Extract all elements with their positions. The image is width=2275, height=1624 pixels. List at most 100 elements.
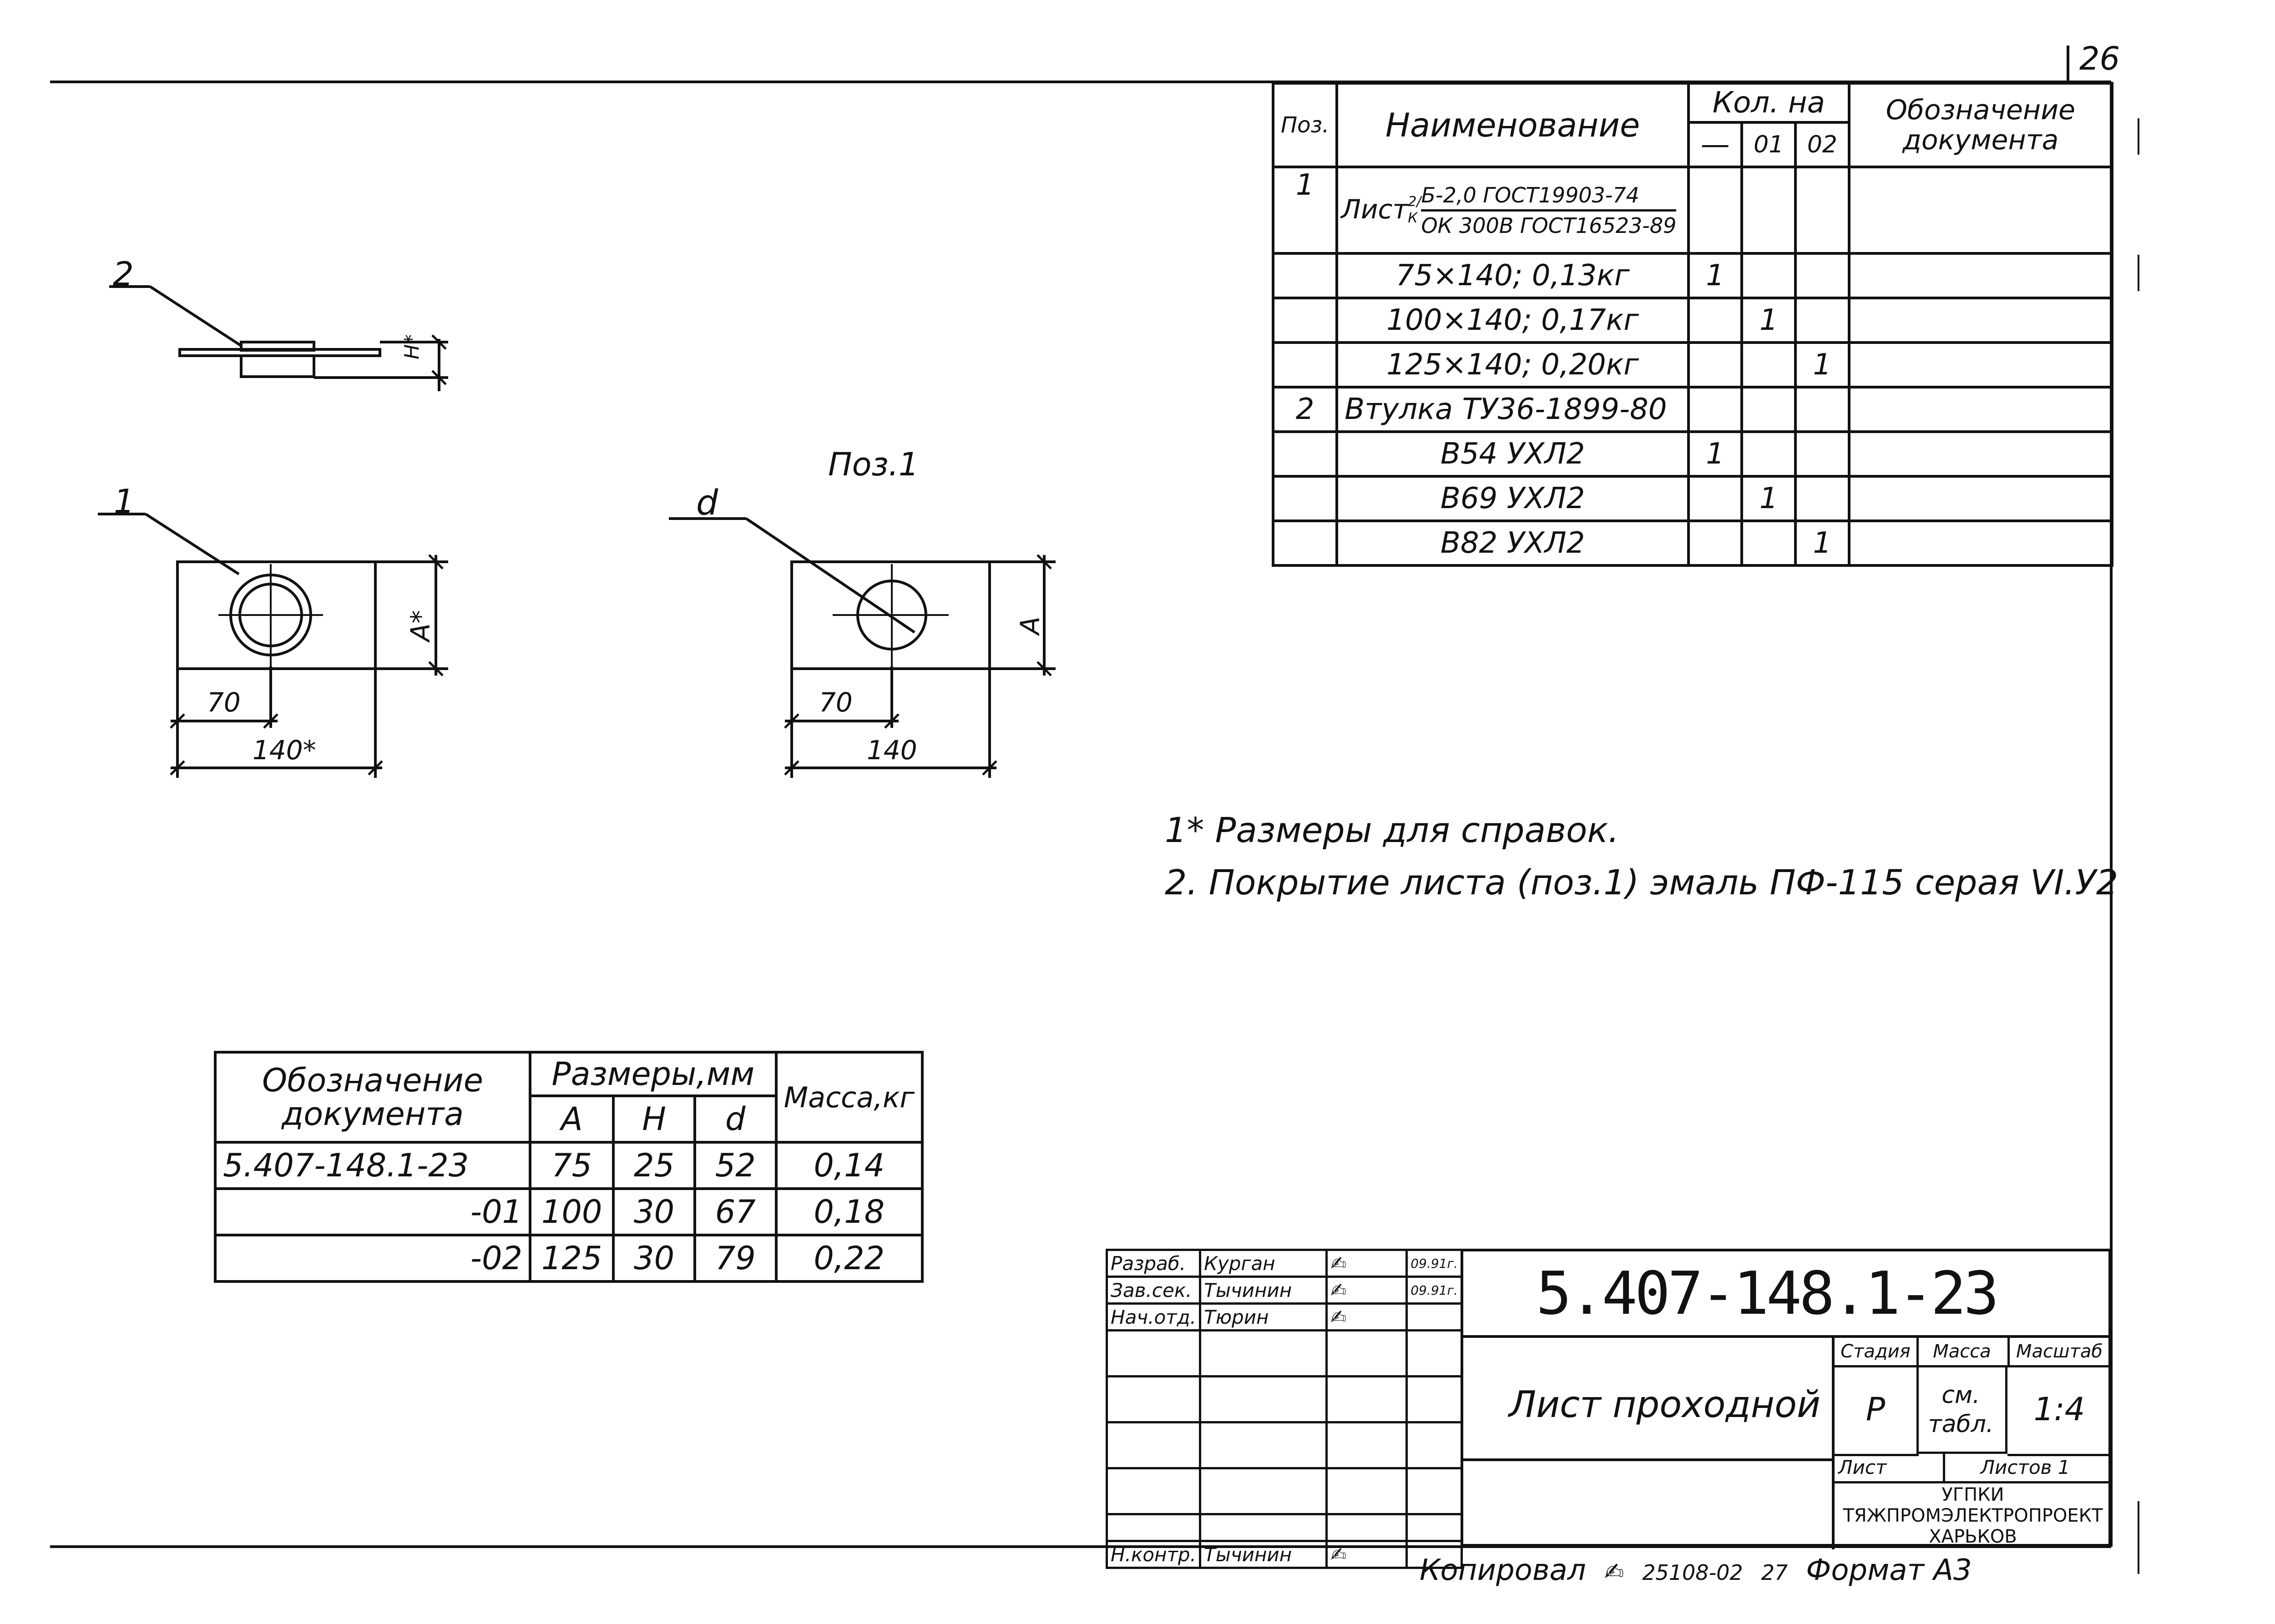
signature-icon: ✍ [1325, 1302, 1408, 1331]
tb-scale: 1:4 [2007, 1365, 2111, 1456]
footer-page: 27 [1761, 1560, 1788, 1585]
dims-doc: -02 [213, 1234, 532, 1283]
dim-h-star: Н* [400, 334, 424, 359]
footer-copied: Копировал [1420, 1553, 1586, 1587]
spec-row-qty: 1 [1740, 297, 1797, 344]
specification-table: Поз. Наименование Кол. на Обозначение до… [1271, 82, 2114, 567]
title-block-signatures: Разраб.Курган✍09.91г. Зав.сек.Тычинин✍09… [1105, 1249, 1463, 1569]
dims-header-a: А [529, 1094, 615, 1144]
dims-a: 100 [529, 1187, 615, 1236]
dims-h: 30 [612, 1187, 696, 1236]
document-code: 5.407-148.1-23 [1463, 1251, 2111, 1338]
org-line-1: УГПКИ [1941, 1484, 2004, 1505]
dims-d: 79 [693, 1234, 778, 1283]
tb-sheets: Листов 1 [1939, 1454, 2111, 1483]
leader-d [745, 517, 915, 634]
dim-70-right: 70 [819, 687, 853, 718]
spec-row-qty: 1 [1794, 519, 1850, 567]
dim-a-star: А* [405, 610, 436, 641]
plan-view-left [98, 513, 448, 778]
note-2: 2. Покрытие листа (поз.1) эмаль ПФ-115 с… [1165, 862, 2118, 903]
tb-person: Тюрин [1199, 1302, 1328, 1331]
spec-row-qty: 1 [1794, 341, 1850, 388]
dim-140: 140 [867, 735, 917, 766]
dims-mass: 0,22 [774, 1234, 924, 1283]
footer-number: 25108-02 [1642, 1560, 1743, 1585]
tb-date: 09.91г. [1405, 1276, 1463, 1305]
organization: УГПКИ ТЯЖПРОМЭЛЕКТРОПРОЕКТ ХАРЬКОВ [1835, 1484, 2111, 1547]
leader-part1 [145, 513, 240, 575]
title-block-meta: Стадия Масса Масштаб Р см. табл. 1:4 Лис… [1835, 1338, 2111, 1549]
tb-role: Разраб. [1105, 1249, 1202, 1278]
spec-fraction-top: Б-2,0 ГОСТ19903-74 [1421, 181, 1677, 212]
dims-mass: 0,18 [774, 1187, 924, 1236]
spec-row-name: 75×140; 0,13кг [1335, 252, 1690, 299]
signature-icon: ✍ [1604, 1558, 1624, 1586]
dims-doc: 5.407-148.1-23 [213, 1141, 532, 1190]
spec-fraction-bottom: ОК 300В ГОСТ16523-89 [1421, 213, 1677, 238]
spec-header-pos: Поз. [1271, 82, 1339, 168]
spec-pos: 2 [1271, 386, 1339, 433]
tb-header-stage: Стадия [1835, 1338, 1919, 1367]
spec-row-name: 125×140; 0,20кг [1335, 341, 1690, 388]
signature-icon: ✍ [1325, 1540, 1408, 1569]
dim-70-left: 70 [207, 687, 241, 718]
dims-header-doc: Обозначение документа [213, 1051, 532, 1144]
spec-row-qty: 1 [1687, 252, 1744, 299]
spec-header-dash: — [1687, 121, 1744, 168]
spec-sheet-word: Лист [1341, 193, 1408, 225]
footer-format: Формат А3 [1806, 1553, 1972, 1587]
org-line-2: ТЯЖПРОМЭЛЕКТРОПРОЕКТ [1843, 1505, 2103, 1526]
spec-row-name: В82 УХЛ2 [1335, 519, 1690, 567]
spec-header-qty: Кол. на [1687, 82, 1850, 124]
table-row: -02 125 30 79 0,22 [213, 1234, 924, 1283]
tb-sheet: Лист [1835, 1454, 1945, 1483]
dims-doc: -01 [213, 1187, 532, 1236]
callout-part1: 1 [114, 482, 135, 520]
dims-mass: 0,14 [774, 1141, 924, 1190]
tb-mass: см. табл. [1916, 1365, 2007, 1454]
spec-row-name: В69 УХЛ2 [1335, 475, 1690, 522]
spec-row-name: Втулка ТУ36-1899-80 [1335, 386, 1690, 433]
table-row: 5.407-148.1-23 75 25 52 0,14 [213, 1141, 924, 1190]
spec-row-name: 100×140; 0,17кг [1335, 297, 1690, 344]
dim-140-star: 140* [253, 735, 316, 766]
footer: Копировал ✍ 25108-02 27 Формат А3 [1420, 1553, 1972, 1587]
tb-header-mass: Масса [1916, 1338, 2010, 1367]
pos1-label: Поз.1 [828, 446, 919, 483]
dims-a: 75 [529, 1141, 615, 1190]
tb-person: Тычинин [1199, 1540, 1328, 1569]
tb-role: Зав.сек. [1105, 1276, 1202, 1305]
callout-part2: 2 [113, 255, 134, 293]
spec-pos: 1 [1271, 166, 1339, 255]
signature-icon: ✍ [1325, 1249, 1408, 1278]
dimensions-table: Обозначение документа Размеры,мм Масса,к… [213, 1051, 924, 1283]
side-view-sleeve-top [240, 341, 315, 352]
dims-h: 25 [612, 1141, 696, 1190]
spec-row-qty: 1 [1687, 430, 1744, 478]
dim-a: А [1015, 616, 1046, 635]
spec-header-doc: Обозначение документа [1847, 82, 2114, 168]
leader-part2 [149, 285, 242, 347]
sheet-number: 26 [2079, 40, 2120, 77]
tb-header-scale: Масштаб [2007, 1338, 2111, 1367]
plate-outline-left [176, 560, 377, 670]
title-block-main: 5.407-148.1-23 Лист проходной Стадия Мас… [1461, 1249, 2111, 1549]
tb-role: Нач.отд. [1105, 1302, 1202, 1331]
callout-d: d [696, 482, 718, 523]
dims-h: 30 [612, 1234, 696, 1283]
spec-header-name: Наименование [1335, 82, 1690, 168]
tb-role: Н.контр. [1105, 1540, 1202, 1569]
dims-header-sizes: Размеры,мм [529, 1051, 778, 1097]
note-1: 1* Размеры для справок. [1165, 810, 1619, 850]
tb-person: Курган [1199, 1249, 1328, 1278]
table-row: -01 100 30 67 0,18 [213, 1187, 924, 1236]
signature-icon: ✍ [1325, 1276, 1408, 1305]
document-title: Лист проходной [1509, 1383, 1821, 1426]
dims-header-d: d [693, 1094, 778, 1144]
tb-date: 09.91г. [1405, 1249, 1463, 1278]
spec-row-qty: 1 [1740, 475, 1797, 522]
dims-d: 67 [693, 1187, 778, 1236]
